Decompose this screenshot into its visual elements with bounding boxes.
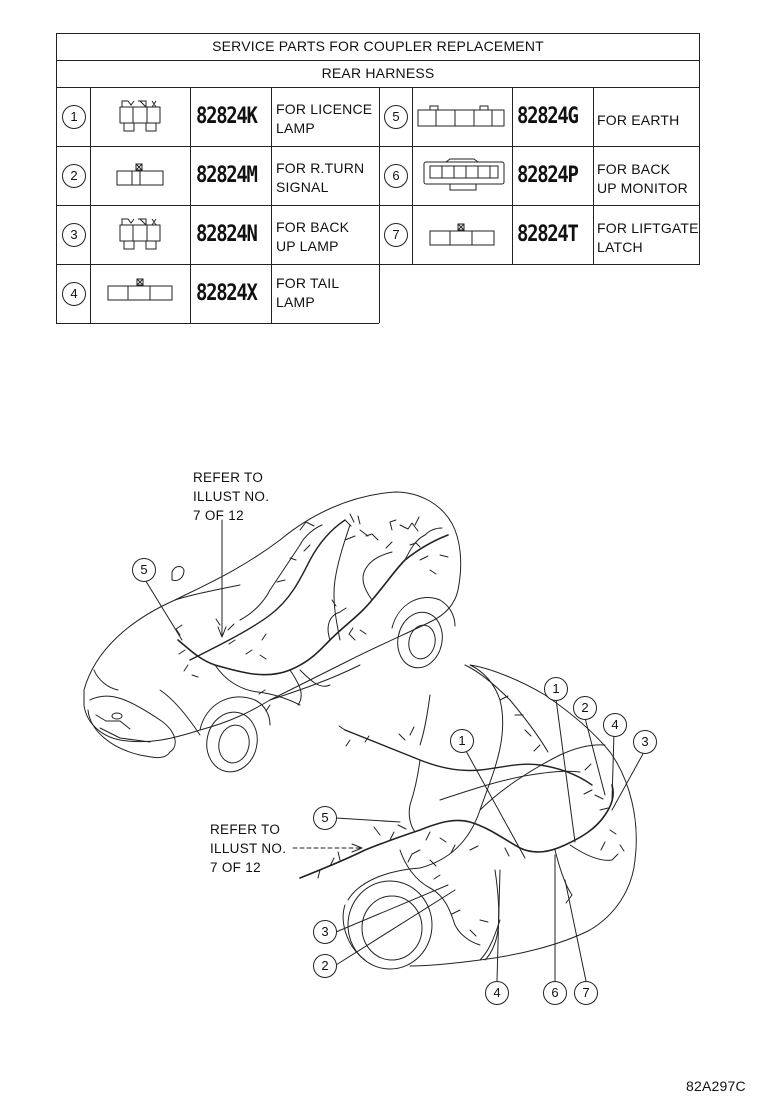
callout-2-upper: 2 <box>573 696 597 720</box>
row-number: 4 <box>62 282 86 306</box>
row-number: 5 <box>384 105 408 129</box>
part-number: 82824N <box>196 222 258 247</box>
refer-note-upper: REFER TO ILLUST NO. 7 OF 12 <box>193 470 270 523</box>
part-number: 82824K <box>196 104 258 129</box>
part-number: 82824M <box>196 163 258 188</box>
part-number: 82824P <box>517 163 579 188</box>
row-number: 1 <box>62 105 86 129</box>
table-title: SERVICE PARTS FOR COUPLER REPLACEMENT <box>212 38 544 54</box>
illustration-code: 82A297C <box>686 1078 746 1094</box>
callout-5-front: 5 <box>132 558 156 582</box>
callout-3-upper: 3 <box>633 730 657 754</box>
callout-5: 5 <box>313 806 337 830</box>
callout-4-upper: 4 <box>603 713 627 737</box>
row-number: 2 <box>62 164 86 188</box>
row-number: 3 <box>62 223 86 247</box>
refer-note-lower: REFER TO ILLUST NO. 7 OF 12 <box>210 822 287 875</box>
part-number: 82824T <box>517 222 579 247</box>
callout-4: 3 <box>313 920 337 944</box>
callout-1: 1 <box>450 729 474 753</box>
callout-1-upper: 1 <box>544 677 568 701</box>
row-number: 6 <box>384 164 408 188</box>
part-number: 82824X <box>196 281 258 306</box>
callout-3: 4 <box>485 981 509 1005</box>
callout-7: 7 <box>574 981 598 1005</box>
row-number: 7 <box>384 223 408 247</box>
callout-2: 2 <box>313 954 337 978</box>
callout-6: 6 <box>543 981 567 1005</box>
part-description: FOR EARTH <box>597 112 680 128</box>
table-subtitle: REAR HARNESS <box>321 65 435 81</box>
part-number: 82824G <box>517 104 579 129</box>
